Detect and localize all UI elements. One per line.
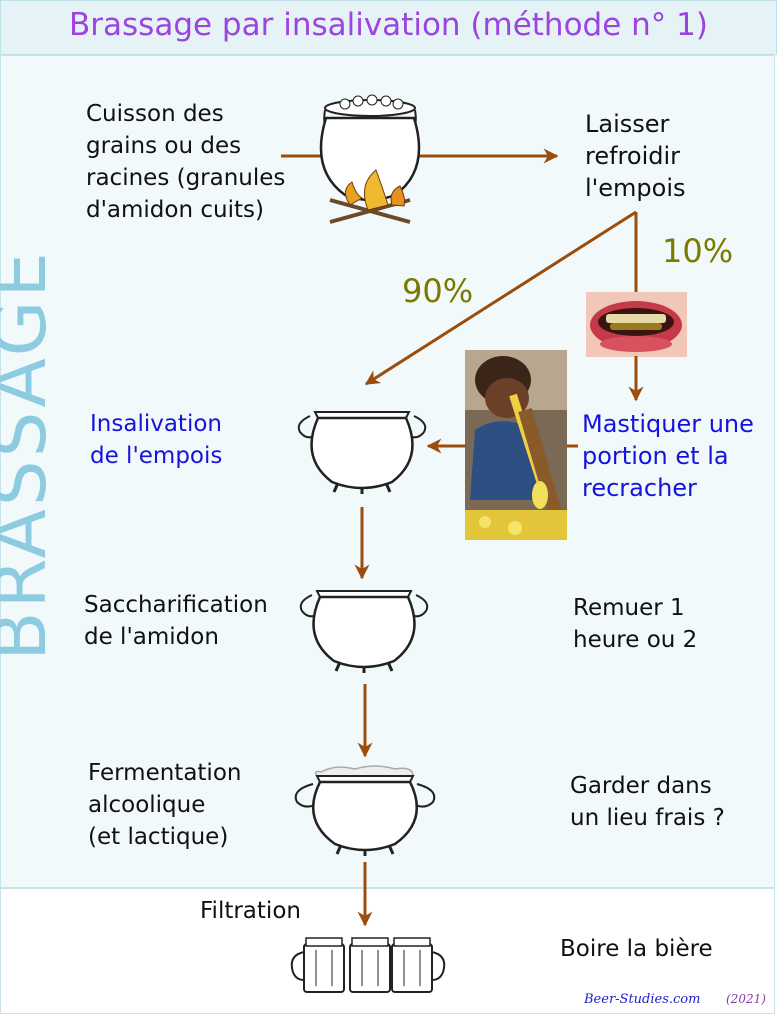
arrow-cool-to-insalivation (364, 210, 637, 386)
step-cool-text: Laisser refroidir l'empois (585, 110, 686, 202)
chewing-child-icon (465, 350, 567, 540)
step-cooking-text: Cuisson des grains ou des racines (granu… (86, 101, 286, 223)
diagram-title: Brassage par insalivation (méthode n° 1) (69, 7, 708, 43)
cauldron-icon (294, 765, 436, 856)
mouth-photo (586, 292, 687, 357)
step-drink-text: Boire la bière (560, 936, 713, 962)
mouth-icon (586, 292, 687, 357)
step-fermentation-text: Fermentation alcoolique (et lactique) (88, 760, 242, 850)
percent-portion-label: 10% (662, 232, 734, 270)
step-chew-text: Mastiquer une portion et la recracher (582, 410, 754, 502)
percent-main-label: 90% (402, 272, 474, 310)
chewing-photo (465, 350, 567, 540)
beer-mug-icon (290, 937, 345, 993)
step-insalivation-text: Insalivation de l'empois (90, 411, 223, 469)
step-keep-text: Garder dans un lieu frais ? (570, 773, 725, 831)
beer-mug-icon (349, 937, 391, 993)
step-filtration-text: Filtration (200, 898, 301, 924)
beer-mug-icon (391, 937, 446, 993)
footer-brand: Beer-Studies.com (584, 992, 701, 1007)
cauldron-icon (297, 411, 427, 494)
step-stir-text: Remuer 1 heure ou 2 (573, 595, 698, 653)
footer-year: (2021) (726, 992, 766, 1006)
cooking-pot-fire-icon (319, 94, 421, 224)
title-bar (0, 0, 777, 55)
cauldron-icon (299, 590, 429, 673)
step-saccharification-text: Saccharification de l'amidon (84, 592, 268, 650)
